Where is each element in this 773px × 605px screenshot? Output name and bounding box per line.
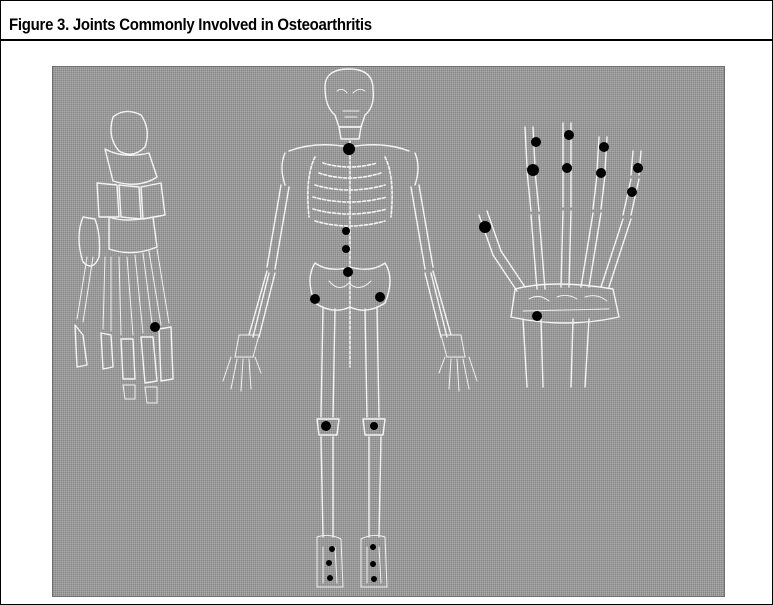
figure-title: Figure 3. Joints Commonly Involved in Os… — [9, 15, 372, 35]
foot-skeleton — [75, 111, 173, 403]
hand-pip-joint-marker — [627, 187, 637, 197]
thumb-cmc-joint-marker — [532, 311, 542, 321]
hand-pip-joint-marker — [562, 163, 572, 173]
lumbar-spine-joint-marker — [342, 245, 350, 253]
left-knee-joint-marker — [321, 421, 331, 431]
right-knee-joint-marker — [370, 422, 378, 430]
hand-dip-joint-marker — [599, 142, 609, 152]
hand-dip-joint-marker — [564, 130, 574, 140]
osteoarthritis-illustration — [52, 66, 725, 597]
right-hip-joint-marker — [375, 292, 385, 302]
thoracic-spine-joint-marker — [342, 227, 350, 235]
anatomy-svg — [53, 67, 726, 598]
foot-joint-marker — [150, 322, 160, 332]
joint-markers — [150, 130, 643, 582]
hand-skeleton — [479, 123, 641, 387]
left-hip-joint-marker — [310, 294, 320, 304]
hand-dip-joint-marker — [633, 163, 643, 173]
right-toe-joint-marker — [370, 544, 376, 550]
left-toe-joint-marker — [326, 560, 332, 566]
left-toe-joint-marker — [329, 546, 335, 552]
right-toe-joint-marker — [370, 561, 376, 567]
left-toe-joint-marker — [327, 575, 333, 581]
thumb-ip-joint-marker — [479, 221, 491, 233]
title-bar: Figure 3. Joints Commonly Involved in Os… — [1, 1, 772, 41]
right-toe-joint-marker — [371, 576, 377, 582]
lumbar-spine-joint-marker — [343, 267, 353, 277]
hand-dip-joint-marker — [531, 137, 541, 147]
hand-pip-joint-marker — [527, 164, 539, 176]
cervical-spine-joint-marker — [343, 143, 355, 155]
hand-pip-joint-marker — [596, 168, 606, 178]
